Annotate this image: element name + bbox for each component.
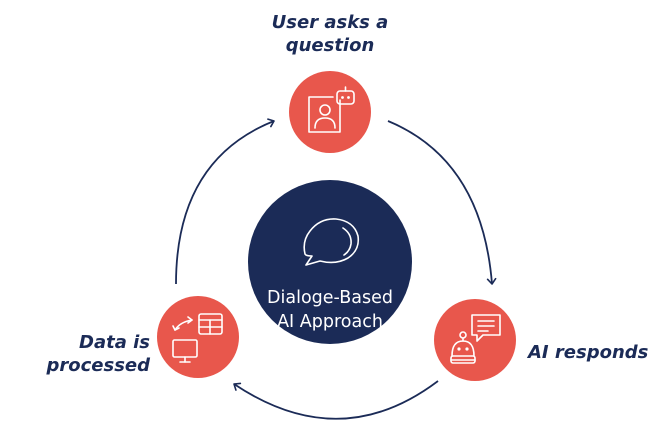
arrow-right-to-left [233,380,439,420]
arrow-top-to-right [387,120,497,285]
arrow-left-to-top [175,118,275,285]
center-title-line1: Dialoge-Based [267,288,393,308]
center-title: Dialoge-Based AI Approach [248,286,412,334]
center-title-line2: AI Approach [277,312,383,332]
label-ai-responds: AI responds [528,341,658,364]
label-data-processed-line2: processed [46,355,150,376]
label-data-processed: Data is processed [40,331,150,377]
label-user-asks-line2: question [285,35,375,56]
data-exchange-icon [172,313,223,363]
node-ai-responds [434,299,516,381]
node-data-processed [157,296,239,378]
speech-bubble-icon [303,218,360,266]
label-user-asks: User asks a question [270,11,390,57]
label-data-processed-line1: Data is [79,332,150,353]
user-bot-icon [308,86,355,133]
label-ai-responds-line1: AI responds [528,342,649,363]
label-user-asks-line1: User asks a [271,12,389,33]
bot-chat-icon [450,314,501,364]
